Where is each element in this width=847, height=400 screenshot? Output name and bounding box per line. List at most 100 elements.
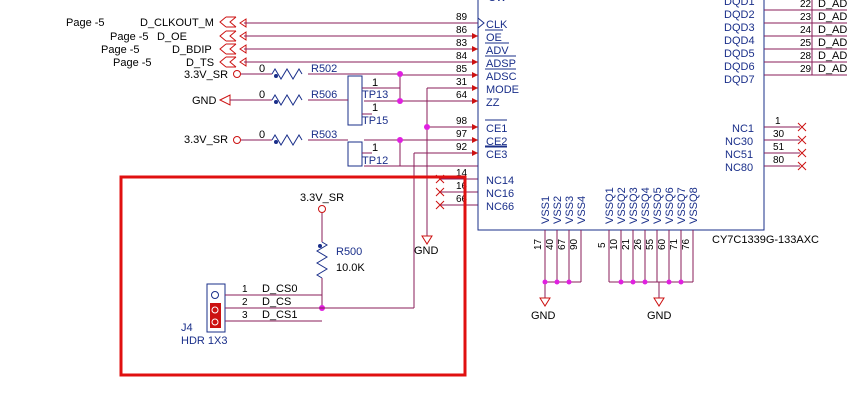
r506-network: GND 0 R506 1 TP15 [192,89,430,130]
net-label-clkout: D_CLKOUT_M [140,17,214,29]
gnd-label-1: GND [192,95,217,107]
page-ref-1: Page -5 [66,17,105,29]
net-label-oe: D_OE [157,31,187,43]
svg-text:VSSQ3: VSSQ3 [628,187,640,224]
svg-text:16: 16 [456,181,468,192]
svg-text:85: 85 [456,64,468,75]
svg-text:60: 60 [657,238,668,250]
vcc-label-1: 3.3V_SR [184,69,228,81]
svg-text:55: 55 [645,238,656,250]
svg-text:83: 83 [456,38,468,49]
net-label-bdip: D_BDIP [172,44,212,56]
svg-text:NC16: NC16 [486,188,514,200]
tp12-body [347,141,363,167]
gnd-symbol-3 [539,297,551,307]
svg-text:DQD7: DQD7 [724,74,755,86]
net-label-cs0: D_CS0 [262,283,297,295]
svg-text:D_AD: D_AD [818,37,847,49]
svg-text:ADSC: ADSC [486,71,517,83]
r506-resistor [271,94,303,106]
svg-text:VSSQ5: VSSQ5 [652,187,664,224]
gnd-label-3: GND [531,310,556,322]
svg-text:NC1: NC1 [732,123,754,135]
page-ref-4: Page -5 [113,57,152,69]
svg-text:84: 84 [456,51,468,62]
tp13-body [347,75,363,126]
svg-text:VSS3: VSS3 [564,196,576,224]
r503-value: 0 [259,129,265,141]
svg-text:67: 67 [557,238,568,250]
svg-text:DQD5: DQD5 [724,48,755,60]
svg-text:23: 23 [800,12,812,23]
svg-text:NC80: NC80 [725,162,753,174]
gnd-label-4: GND [647,310,672,322]
svg-text:64: 64 [456,90,468,101]
r500-ref: R500 [336,246,362,258]
svg-text:CE1: CE1 [486,123,507,135]
svg-text:D_AD: D_AD [818,63,847,75]
r506-value: 0 [259,89,265,101]
svg-text:VSSQ4: VSSQ4 [640,187,652,224]
svg-text:24: 24 [800,25,812,36]
off-page-connectors: Page -5 D_CLKOUT_M Page -5 D_OE Page -5 … [66,16,247,69]
svg-text:98: 98 [456,116,468,127]
r503-network: 3.3V_SR 0 R503 1 TP12 [184,129,403,167]
svg-text:D_AD: D_AD [818,24,847,36]
svg-text:1: 1 [775,116,781,127]
svg-text:51: 51 [773,142,785,153]
svg-text:VSS2: VSS2 [552,196,564,224]
svg-text:ADSP: ADSP [486,58,516,70]
svg-text:CLK: CLK [486,19,508,31]
svg-text:31: 31 [456,77,468,88]
j4-ref: J4 [181,322,193,334]
svg-text:40: 40 [545,238,556,250]
svg-text:25: 25 [800,38,812,49]
r502-resistor [271,68,303,80]
svg-text:1: 1 [372,102,378,114]
svg-text:1: 1 [372,77,378,89]
page-ref-2: Page -5 [110,31,149,43]
svg-text:CW: CW [488,0,507,4]
net-label-ts: D_TS [186,57,214,69]
svg-text:71: 71 [669,238,680,250]
signal-wires [244,22,478,308]
vcc-symbol-2 [233,136,241,144]
svg-text:76: 76 [681,238,692,250]
vcc-symbol-3 [318,205,326,213]
offpage-connector-1 [219,16,237,28]
r500-value: 10.0K [336,262,365,274]
vss-pins: VSS1 VSS2 VSS3 VSS4 17 40 67 90 GND [531,196,588,322]
svg-text:DQD4: DQD4 [724,35,755,47]
svg-text:5: 5 [597,242,608,248]
svg-text:NC66: NC66 [486,201,514,213]
r503-ref: R503 [311,129,337,141]
svg-text:86: 86 [456,25,468,36]
svg-text:ADV: ADV [486,45,509,57]
svg-text:10: 10 [609,238,620,250]
svg-text:3: 3 [242,310,248,321]
chip-left-pins: 89 CLK 86 OE 83 ADV 84 ADSP 85 ADSC 31 M… [456,12,519,213]
r502-ref: R502 [311,63,337,75]
vcc-label-2: 3.3V_SR [184,134,228,146]
page-ref-3: Page -5 [101,44,140,56]
svg-text:NC51: NC51 [725,149,753,161]
vssq-pins: VSSQ1 VSSQ2 VSSQ3 VSSQ4 VSSQ5 VSSQ6 VSSQ… [597,187,700,322]
svg-text:90: 90 [569,238,580,250]
svg-text:VSSQ1: VSSQ1 [604,187,616,224]
net-label-cs: D_CS [262,296,291,308]
gnd-label-2: GND [414,245,439,257]
svg-text:ZZ: ZZ [486,97,500,109]
svg-text:NC14: NC14 [486,175,514,187]
svg-text:VSS4: VSS4 [576,196,588,224]
gnd-symbol-2 [421,235,433,245]
r502-network: 3.3V_SR 0 R502 1 TP13 [184,63,403,126]
r502-value: 0 [259,63,265,75]
tp13-ref: TP13 [362,89,388,101]
chip-part-number: CY7C1339G-133AXC [712,234,819,246]
offpage-connector-4 [219,56,237,68]
svg-text:30: 30 [773,129,785,140]
svg-text:1: 1 [372,142,378,154]
svg-text:26: 26 [633,238,644,250]
svg-text:DQD1: DQD1 [724,0,755,8]
